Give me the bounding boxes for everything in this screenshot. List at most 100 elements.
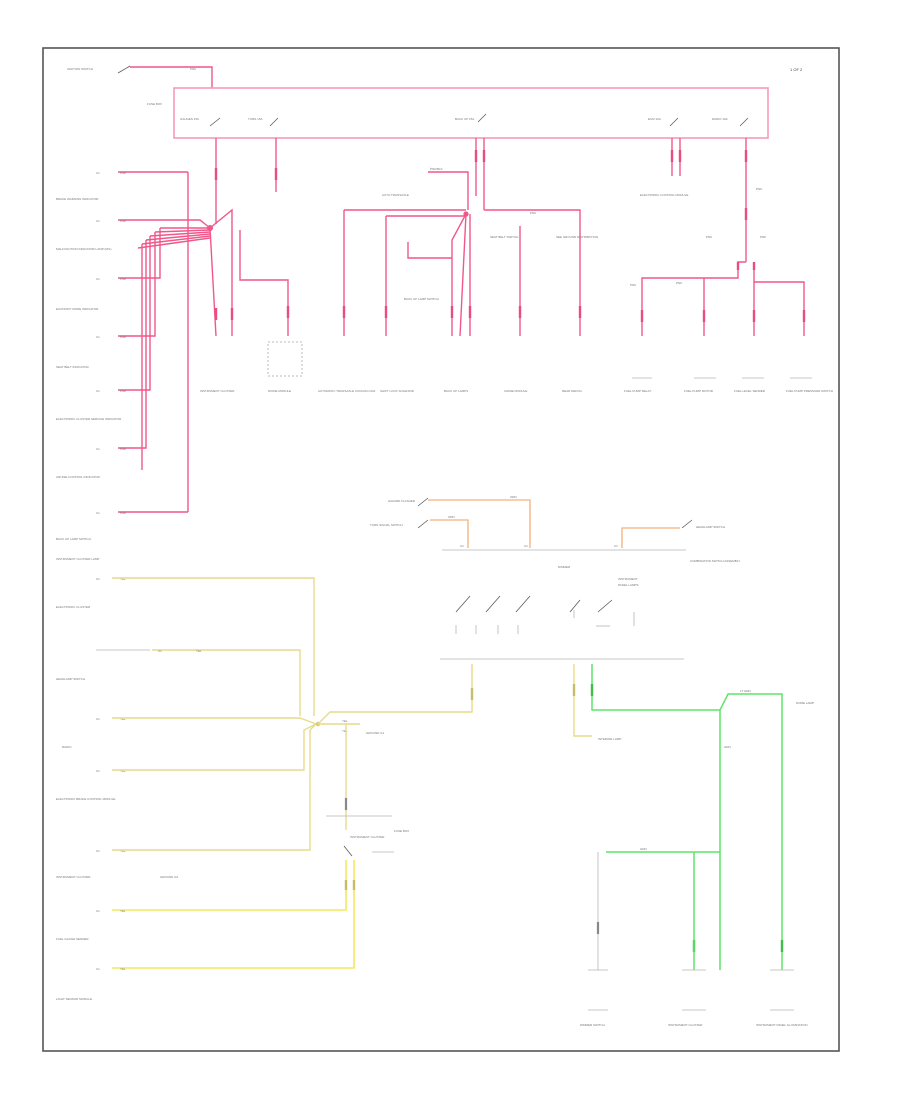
bottom-right-label-1: DIMMER SWITCH [580, 1023, 605, 1027]
ground-2-label: GROUND G2 [160, 875, 179, 879]
interior-lamp-label: INTERIOR LAMP [598, 737, 621, 741]
left-lower-label-4: RADIO [62, 745, 72, 749]
top-switch-label: IGNITION SWITCH [67, 67, 93, 71]
svg-text:YEL: YEL [120, 577, 126, 581]
component-label-5: BACK UP LAMPS [444, 389, 468, 393]
svg-text:PNK: PNK [190, 67, 196, 71]
svg-text:C1: C1 [96, 909, 100, 913]
svg-text:PNK: PNK [676, 281, 682, 285]
component-label-9: FUEL PUMP MOTOR [684, 389, 714, 393]
back-up-switch-label: BACK UP LAMP SWITCH [404, 297, 439, 301]
electronic-module-label: ELECTRONIC CONTROL MODULE [640, 193, 688, 197]
diagram-frame [42, 47, 840, 1052]
svg-text:YEL: YEL [120, 909, 126, 913]
svg-text:C1: C1 [96, 389, 100, 393]
svg-text:C1: C1 [96, 577, 100, 581]
svg-text:C1: C1 [96, 447, 100, 451]
top-power-section: IGNITION SWITCH PNK FUSE BOX GAUGES 15A … [56, 65, 833, 541]
svg-text:BACK UP 15A: BACK UP 15A [455, 117, 474, 121]
left-lower-label-3: HEADLAMP SWITCH [56, 677, 85, 681]
svg-text:PNK: PNK [706, 235, 712, 239]
svg-text:ECM 10A: ECM 10A [648, 117, 661, 121]
left-label-5: ELECTRONIC CLUSTER SERVICE INDICATOR [56, 417, 122, 421]
fuse-block-label-2: FUSE BOX [394, 829, 409, 833]
svg-text:PNK: PNK [120, 277, 126, 281]
svg-text:YEL: YEL [120, 717, 126, 721]
svg-text:C1: C1 [158, 649, 162, 653]
component-label-6: CHIME MODULE [504, 389, 527, 393]
svg-text:C1: C1 [460, 544, 464, 548]
left-label-6: CRUISE CONTROL INDICATOR [56, 475, 101, 479]
left-lower-label-7: FUEL GAUGE SENDER [56, 937, 89, 941]
svg-text:C1: C1 [96, 335, 100, 339]
component-label-3: AUTOMATIC TRANSAXLE COOLING FAN [318, 389, 375, 393]
auto-trans-label: AUTO TRANSAXLE [382, 193, 409, 197]
svg-text:YEL: YEL [120, 769, 126, 773]
left-lower-label-2: ELECTRONIC CLUSTER [56, 605, 91, 609]
svg-text:C1: C1 [524, 544, 528, 548]
diode-module-box [267, 341, 303, 377]
fuse-box-outline [173, 87, 769, 139]
svg-text:YEL: YEL [120, 849, 126, 853]
component-label-1: INSTRUMENT CLUSTER [200, 389, 235, 393]
svg-text:PNK: PNK [120, 511, 126, 515]
svg-text:SEE GROUND DISTRIBUTION: SEE GROUND DISTRIBUTION [556, 235, 598, 239]
combination-switch-label: COMBINATION SWITCH ASSEMBLY [690, 559, 740, 563]
combination-switch-section: HAZARD FLASHER ORN TURN SIGNAL SWITCH OR… [370, 495, 740, 660]
left-label-4: SEAT BELT INDICATOR [56, 365, 90, 369]
svg-text:C1: C1 [96, 219, 100, 223]
svg-text:ORN: ORN [510, 495, 517, 499]
fuse-box-label: FUSE BOX [147, 102, 162, 106]
fuse-3: BACK UP 15A [455, 113, 487, 123]
left-lower-label-1: INSTRUMENT CLUSTER LAMP [56, 557, 99, 561]
hazard-switch-label: HAZARD FLASHER [388, 499, 416, 503]
svg-text:ORN: ORN [448, 515, 455, 519]
component-label-10: FUEL LEVEL SENDER [734, 389, 766, 393]
component-label-8: FUEL PUMP RELAY [624, 389, 651, 393]
svg-text:TURN 15A: TURN 15A [248, 117, 263, 121]
fuse-2: TURN 15A [248, 117, 279, 127]
bottom-right-label-3: INSTRUMENT PANEL ILLUMINATION [756, 1023, 808, 1027]
svg-text:C1: C1 [96, 171, 100, 175]
svg-text:C1: C1 [96, 511, 100, 515]
svg-text:GAUGES 15A: GAUGES 15A [180, 117, 199, 121]
headlamp-switch-label: HEADLAMP SWITCH [696, 525, 725, 529]
fuse-4: ECM 10A [648, 117, 679, 127]
instrument-label: INSTRUMENT [618, 577, 638, 581]
svg-text:PNK: PNK [120, 219, 126, 223]
left-label-2: MALFUNCTION INDICATOR LAMP (MIL) [56, 247, 112, 251]
svg-text:PNK: PNK [530, 211, 536, 215]
svg-text:C1: C1 [96, 277, 100, 281]
illumination-section: INSTRUMENT CLUSTER LAMP C1 YEL ELECTRONI… [56, 557, 474, 1001]
seat-belt-label: SEAT BELT SWITCH [490, 235, 518, 239]
component-label-7: REAR DEFOG [562, 389, 583, 393]
svg-text:GRN: GRN [724, 745, 731, 749]
left-label-3: ECONOMY MODE INDICATOR [56, 307, 99, 311]
corner-label: 1 OF 2 [790, 67, 803, 72]
svg-text:GRN: GRN [640, 847, 647, 851]
svg-text:PNK: PNK [120, 389, 126, 393]
svg-text:LT GRN: LT GRN [740, 689, 751, 693]
dome-lamp-label: DOME LAMP [796, 701, 814, 705]
svg-text:YEL: YEL [342, 719, 348, 723]
svg-text:PNK: PNK [120, 447, 126, 451]
svg-text:C1: C1 [96, 967, 100, 971]
svg-text:PNK: PNK [760, 235, 766, 239]
left-lower-label-8: LIGHT SENSOR MODULE [56, 997, 92, 1001]
svg-text:PNK: PNK [120, 171, 126, 175]
left-lower-label-5: ELECTRONIC BRAKE CONTROL MODULE [56, 797, 115, 801]
ground-1-label: GROUND G1 [366, 731, 385, 735]
instrument-cluster-label-mid: INSTRUMENT CLUSTER [350, 835, 385, 839]
svg-text:C1: C1 [614, 544, 618, 548]
left-label-7: BACK UP LAMP SWITCH [56, 537, 91, 541]
bottom-right-label-2: INSTRUMENT CLUSTER [668, 1023, 703, 1027]
interior-lamp-section: INTERIOR LAMP LT GRN DOME LAMP GRN GRN D… [572, 664, 814, 1027]
svg-text:C1: C1 [96, 717, 100, 721]
svg-text:PNK: PNK [756, 187, 762, 191]
svg-text:YEL: YEL [196, 649, 202, 653]
svg-text:YEL: YEL [342, 729, 348, 733]
fuse-1: GAUGES 15A [180, 117, 221, 127]
svg-text:YEL: YEL [120, 967, 126, 971]
left-label-1: BRAKE WARNING INDICATOR [56, 197, 99, 201]
